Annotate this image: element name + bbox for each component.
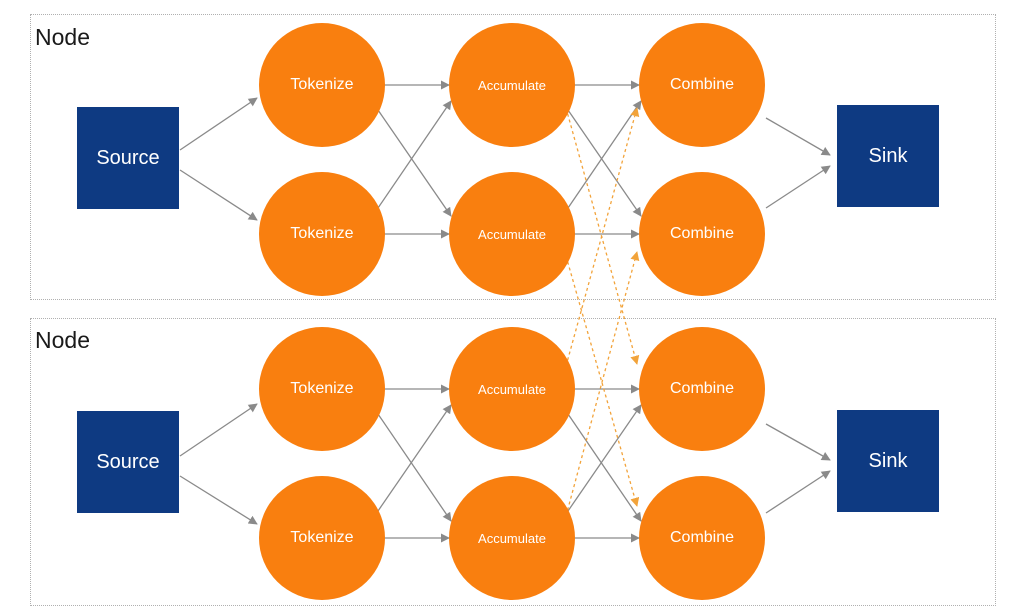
combine-node-2: Combine	[639, 172, 765, 296]
combine-node-1: Combine	[639, 23, 765, 147]
sink-box-top: Sink	[837, 105, 939, 207]
edge-com2-sink1	[765, 165, 831, 209]
source-box-bottom: Source	[77, 411, 179, 513]
node-panel-bottom	[30, 318, 996, 606]
edge-tok3-acc4	[377, 413, 452, 522]
source-box-top: Source	[77, 107, 179, 209]
edge-acc3-com4	[567, 413, 642, 522]
edge-source2-tok4	[179, 475, 258, 525]
sink-box-bottom: Sink	[837, 410, 939, 512]
edge-tok1-acc2	[377, 109, 452, 217]
accumulate-node-2: Accumulate	[449, 172, 575, 296]
edge-com1-sink1	[765, 117, 831, 156]
tokenize-node-3: Tokenize	[259, 327, 385, 451]
edge-source1-tok1	[179, 97, 258, 151]
edge-tok2-acc1	[377, 100, 452, 209]
edge-tok4-acc3	[377, 404, 452, 512]
edge-com3-sink2	[765, 423, 831, 461]
combine-node-3: Combine	[639, 327, 765, 451]
combine-node-4: Combine	[639, 476, 765, 600]
tokenize-node-4: Tokenize	[259, 476, 385, 600]
tokenize-node-2: Tokenize	[259, 172, 385, 296]
accumulate-node-1: Accumulate	[449, 23, 575, 147]
edge-com4-sink2	[765, 470, 831, 514]
panel-label-bottom: Node	[35, 327, 90, 353]
accumulate-node-4: Accumulate	[449, 476, 575, 600]
node-panel-top	[30, 14, 996, 300]
edge-source2-tok3	[179, 403, 258, 457]
cross-edge-acc2-com4	[565, 255, 640, 507]
edge-acc2-com1	[567, 100, 642, 209]
cross-edge-acc3-com1	[565, 107, 640, 367]
edge-source1-tok2	[179, 169, 258, 221]
edge-acc1-com2	[567, 109, 642, 217]
accumulate-node-3: Accumulate	[449, 327, 575, 451]
edge-acc4-com3	[567, 404, 642, 512]
panel-label-top: Node	[35, 24, 90, 50]
tokenize-node-1: Tokenize	[259, 23, 385, 147]
